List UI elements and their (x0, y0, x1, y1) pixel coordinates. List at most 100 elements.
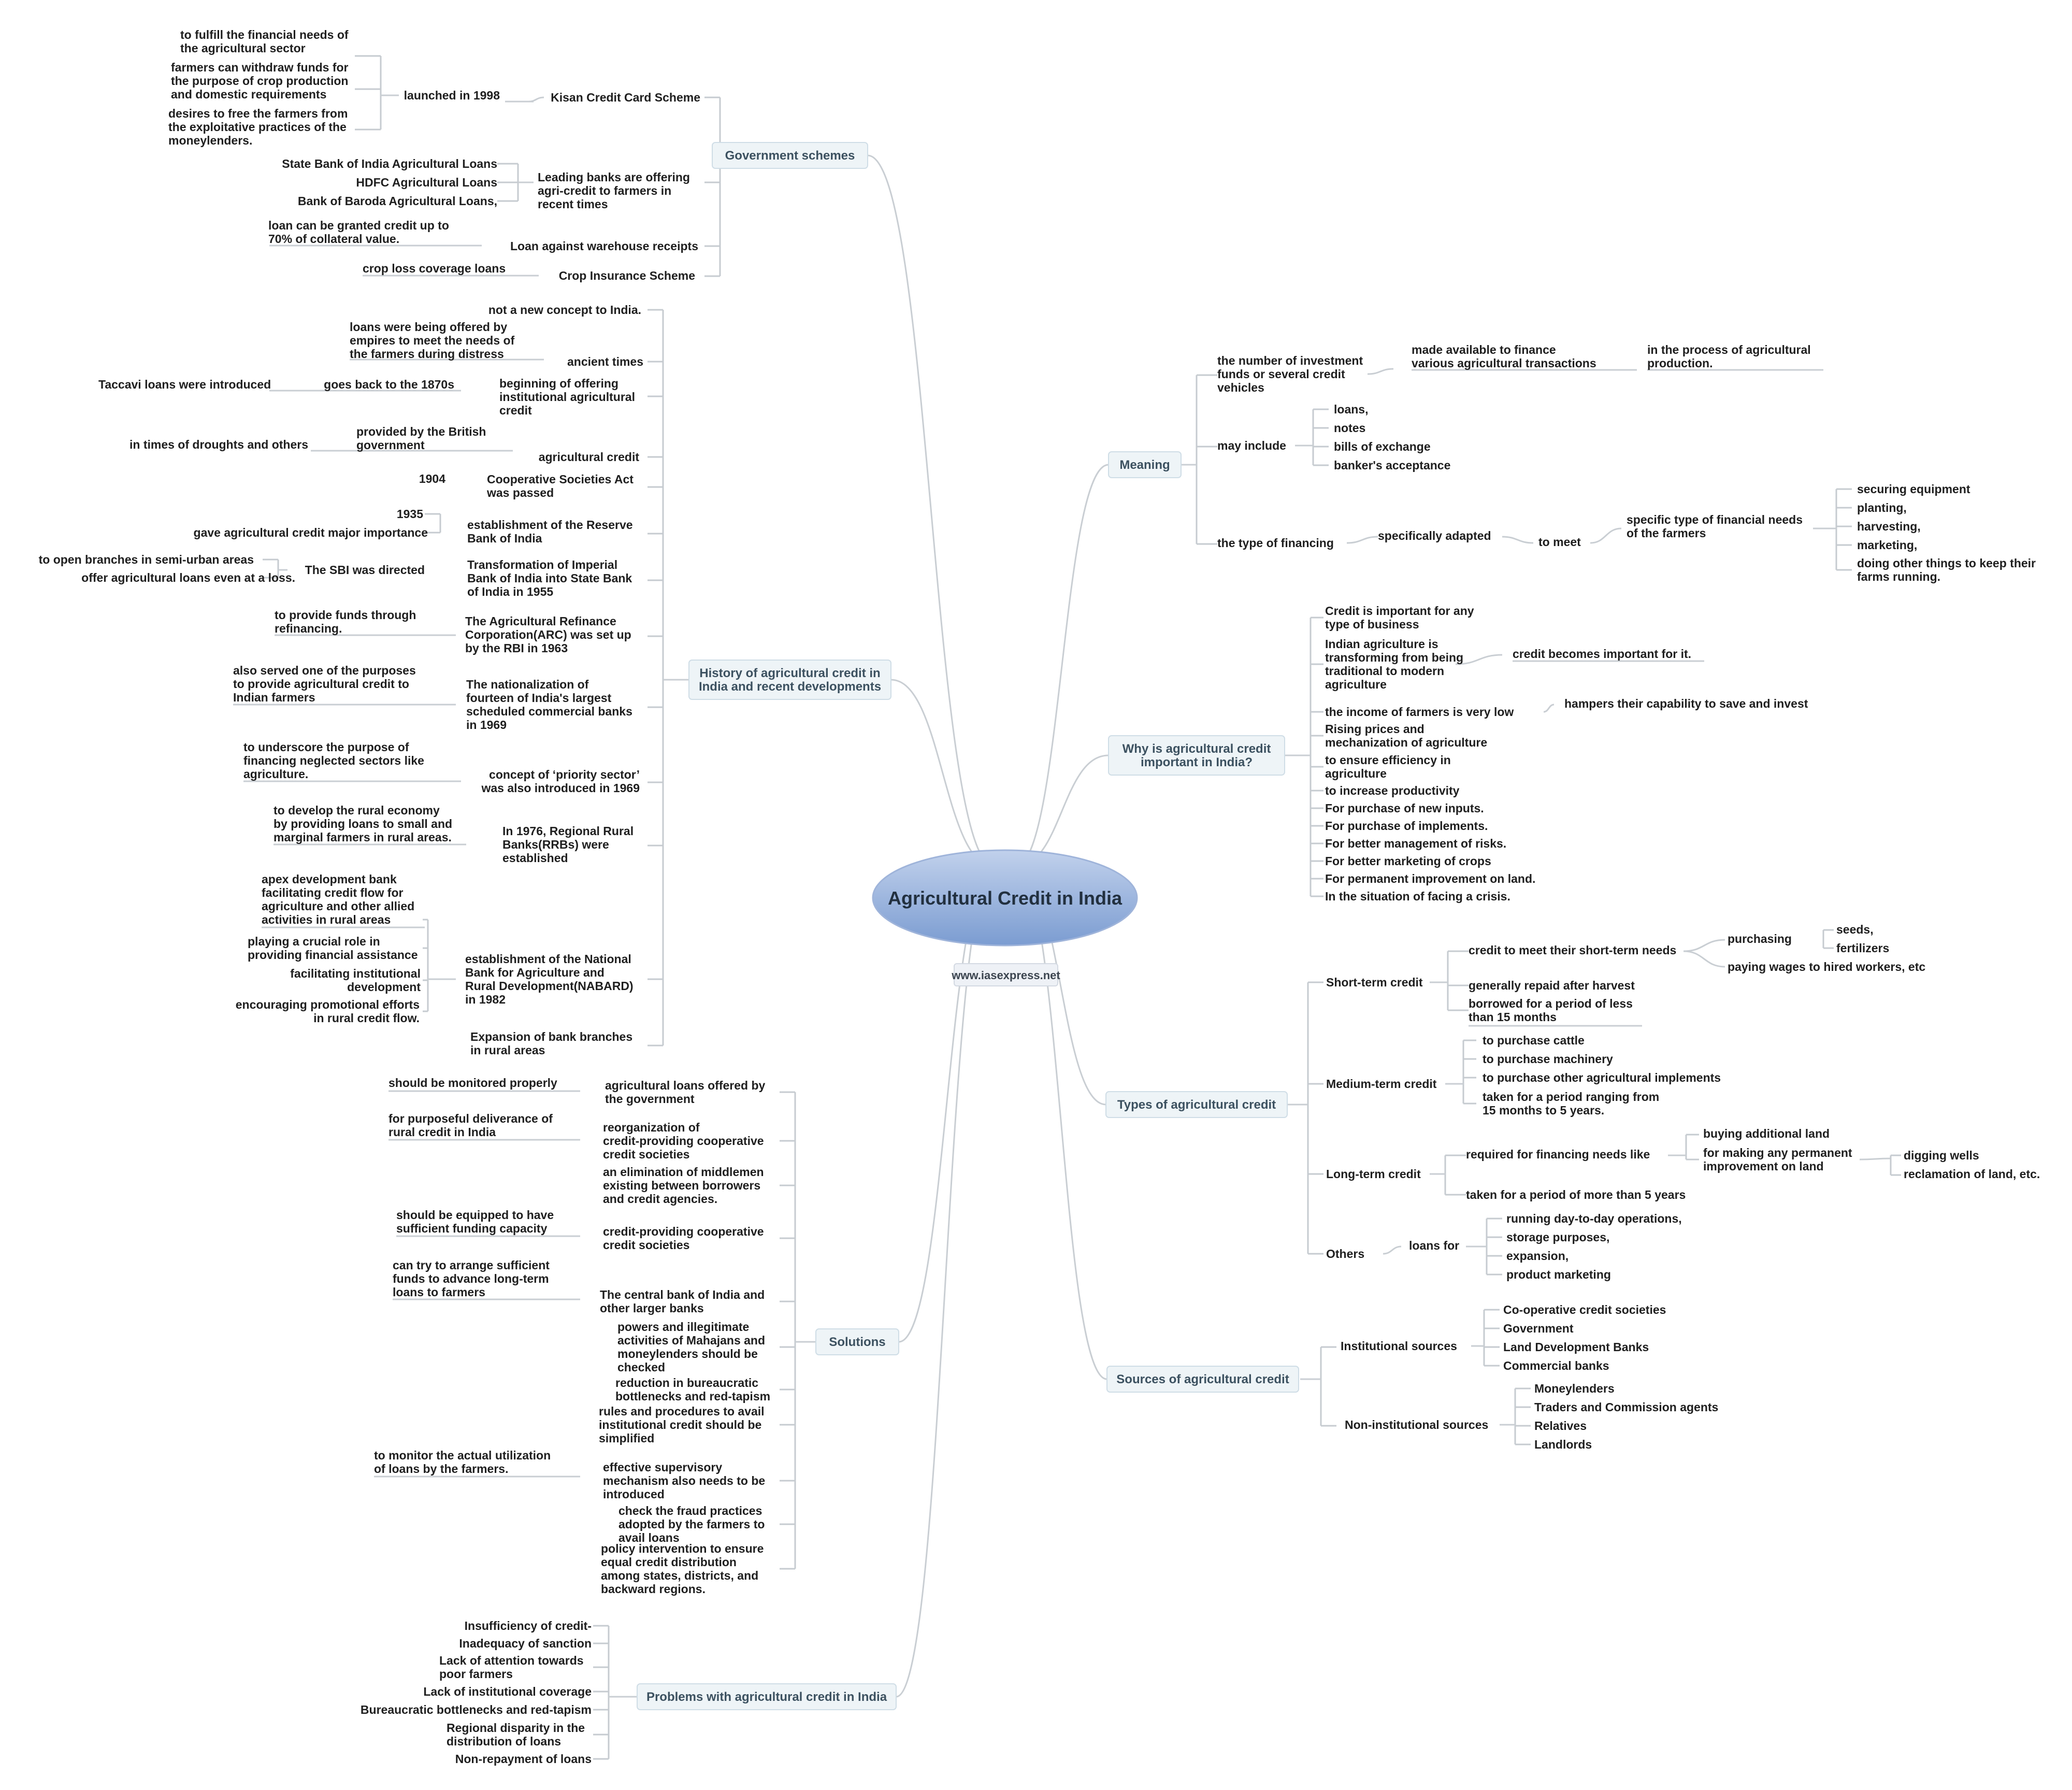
types-short-term: Short-term credit (1326, 976, 1423, 989)
branch-boxes (637, 142, 1299, 1710)
website-label: www.iasexpress.net (951, 969, 1060, 982)
history-1935: 1935 (397, 507, 423, 521)
why-income-detail: hampers their capability to save and inv… (1564, 697, 1808, 710)
others-loans-for: loans for (1409, 1239, 1459, 1252)
why-transform-detail: credit becomes important for it. (1513, 647, 1691, 661)
meaning-financing-item-4: marketing, (1857, 538, 1917, 552)
sources-non-institutional: Non-institutional sources (1345, 1418, 1488, 1431)
short-fertilizers: fertilizers (1836, 941, 1889, 955)
branch-meaning-box[interactable] (1108, 451, 1182, 478)
history-rbi-detail: gave agricultural credit major importanc… (194, 526, 428, 539)
warehouse-receipts: Loan against warehouse receipts (510, 239, 698, 253)
branch-types[interactable]: Types of agricultural credit (1117, 1098, 1276, 1112)
types-long-term: Long-term credit (1326, 1167, 1421, 1181)
short-repaid: generally repaid after harvest (1469, 979, 1635, 992)
why-item-10: For better marketing of crops (1325, 854, 1491, 868)
why-item-12: In the situation of facing a crisis. (1325, 890, 1510, 903)
bank-item-1: State Bank of India Agricultural Loans (282, 157, 497, 170)
non-institutional-item-2: Traders and Commission agents (1534, 1400, 1718, 1414)
kisan-credit-card-scheme: Kisan Credit Card Scheme (551, 91, 700, 104)
meaning-include-2: notes (1334, 421, 1365, 435)
history-droughts: in times of droughts and others (130, 438, 308, 451)
kisan-launched-1998: launched in 1998 (404, 89, 500, 102)
sources-institutional: Institutional sources (1341, 1339, 1457, 1353)
history-sbi-loss: offer agricultural loans even at a loss. (81, 571, 295, 584)
long-digging-wells: digging wells (1904, 1149, 1979, 1162)
branch-problems-box[interactable] (637, 1683, 897, 1710)
branch-why-box[interactable] (1108, 735, 1285, 776)
branch-sources-box[interactable] (1106, 1366, 1299, 1393)
long-buying-land: buying additional land (1703, 1127, 1830, 1140)
website-badge[interactable]: www.iasexpress.net (951, 963, 1060, 986)
problem-item-7: Non-repayment of loans (455, 1752, 592, 1766)
branch-meaning[interactable]: Meaning (1119, 458, 1170, 472)
medium-item-1: to purchase cattle (1483, 1034, 1585, 1047)
root-node[interactable]: Agricultural Credit in India (872, 849, 1138, 947)
branch-government-schemes[interactable]: Government schemes (725, 149, 855, 163)
branch-solutions[interactable]: Solutions (829, 1335, 885, 1349)
history-ancient-times: ancient times (567, 355, 643, 368)
history-1904: 1904 (419, 472, 445, 485)
meaning-to-meet: to meet (1538, 535, 1581, 549)
meaning-type-of-financing: the type of financing (1217, 536, 1334, 550)
crop-insurance: Crop Insurance Scheme (559, 269, 695, 282)
branch-government-schemes-box[interactable] (712, 142, 868, 169)
meaning-financing-item-3: harvesting, (1857, 520, 1921, 533)
branch-history-box[interactable] (688, 660, 891, 700)
meaning-specifically-adapted: specifically adapted (1378, 529, 1491, 542)
long-period: taken for a period of more than 5 years (1466, 1188, 1686, 1201)
branch-problems[interactable]: Problems with agricultural credit in Ind… (646, 1690, 887, 1704)
branch-solutions-box[interactable] (815, 1328, 899, 1355)
branch-types-box[interactable] (1105, 1091, 1288, 1118)
others-item-1: running day-to-day operations, (1506, 1212, 1682, 1225)
short-seeds: seeds, (1836, 923, 1874, 936)
non-institutional-item-1: Moneylenders (1534, 1382, 1615, 1395)
branch-sources[interactable]: Sources of agricultural credit (1116, 1372, 1289, 1386)
why-item-11: For permanent improvement on land. (1325, 872, 1535, 885)
history-taccavi: Taccavi loans were introduced (98, 378, 271, 391)
problem-item-5: Bureaucratic bottlenecks and red-tapism (361, 1703, 592, 1716)
others-item-4: product marketing (1506, 1268, 1611, 1281)
types-others: Others (1326, 1247, 1364, 1261)
meaning-include-4: banker's acceptance (1334, 459, 1450, 472)
non-institutional-item-4: Landlords (1534, 1438, 1592, 1451)
history-agricultural-credit: agricultural credit (539, 450, 640, 464)
institutional-item-3: Land Development Banks (1503, 1340, 1649, 1354)
